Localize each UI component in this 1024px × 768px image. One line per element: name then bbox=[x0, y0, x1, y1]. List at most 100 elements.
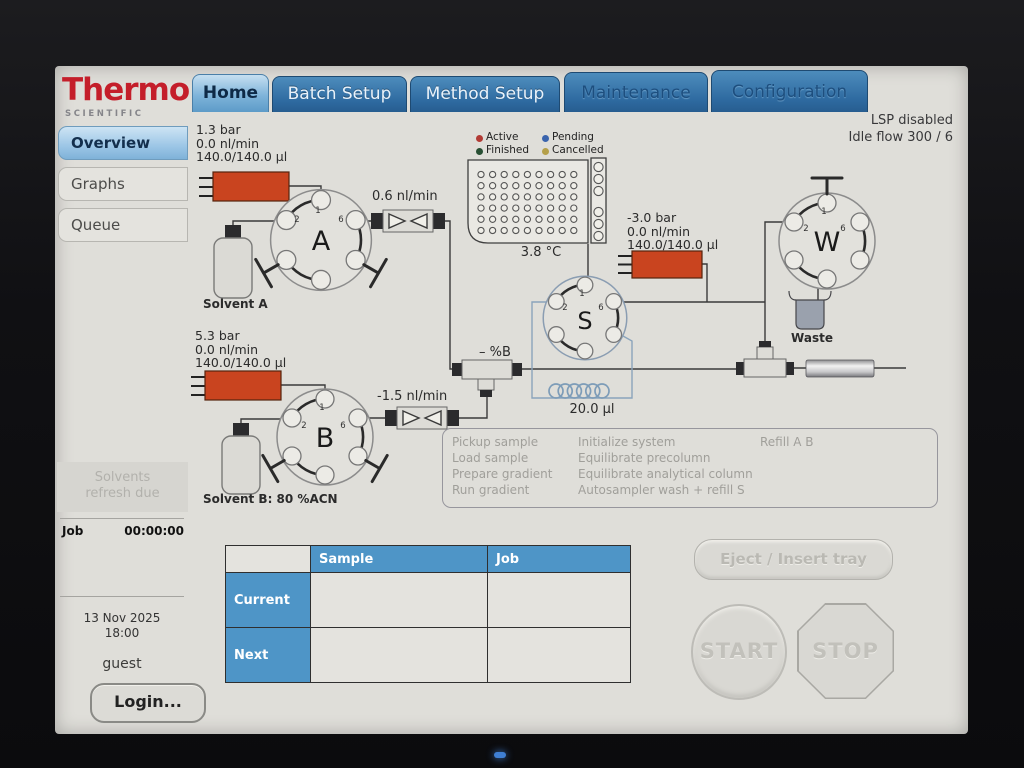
valve-b-port2-label: 2 bbox=[301, 421, 307, 431]
pump-b-pressure: 5.3 bar bbox=[195, 328, 240, 343]
pump-b bbox=[191, 370, 282, 401]
pump-b-flow: 0.0 nl/min bbox=[195, 341, 259, 357]
queue-table-header-job: Job bbox=[487, 545, 631, 573]
legend-pending-dot bbox=[542, 135, 549, 142]
pump-a-volume: 140.0/140.0 µl bbox=[196, 149, 288, 164]
valve-a bbox=[254, 188, 388, 292]
valve-a-letter: A bbox=[311, 226, 331, 257]
stop-button-face: STOP bbox=[798, 604, 893, 698]
sidebar-item-queue[interactable]: Queue bbox=[58, 208, 188, 242]
plate-temperature: 3.8 °C bbox=[520, 245, 562, 260]
mixer-percent-b-label: – %B bbox=[479, 345, 511, 360]
vent-tee bbox=[736, 341, 794, 378]
waste-label: Waste bbox=[791, 331, 833, 345]
sidebar-item-overview[interactable]: Overview bbox=[58, 126, 188, 160]
sidebar-item-graphs[interactable]: Graphs bbox=[58, 167, 188, 201]
solvent-b-bottle bbox=[221, 423, 261, 495]
thermo-logo: Thermo bbox=[62, 72, 190, 108]
task-item: Refill A B bbox=[760, 435, 814, 449]
valve-w-port2-label: 2 bbox=[803, 224, 809, 234]
legend-active-label: Active bbox=[486, 131, 519, 143]
solvent-a-bottle bbox=[213, 225, 253, 299]
tab-batch-setup[interactable]: Batch Setup bbox=[272, 76, 407, 112]
valve-a-port2-label: 2 bbox=[294, 215, 300, 225]
time-text: 18:00 bbox=[104, 626, 140, 640]
valve-s-port2-label: 2 bbox=[562, 303, 568, 313]
task-item: Load sample bbox=[452, 451, 529, 465]
loop-volume-label: 20.0 µl bbox=[569, 402, 615, 417]
lsp-status: LSP disabled bbox=[870, 113, 953, 128]
queue-next-job-cell bbox=[487, 627, 631, 683]
pump-b-volume: 140.0/140.0 µl bbox=[195, 355, 287, 370]
thermo-logo-subtitle: SCIENTIFIC bbox=[65, 109, 144, 119]
legend-pending-label: Pending bbox=[552, 131, 594, 143]
job-time: 00:00:00 bbox=[124, 524, 184, 538]
tab-method-setup[interactable]: Method Setup bbox=[410, 76, 560, 112]
job-label: Job bbox=[62, 524, 84, 538]
valve-s-port1-label: 1 bbox=[579, 289, 585, 299]
pump-a-flow: 0.0 nl/min bbox=[196, 135, 260, 151]
valve-w-port6-label: 6 bbox=[840, 224, 846, 234]
sidebar-divider bbox=[60, 518, 184, 519]
pump-s-volume: 140.0/140.0 µl bbox=[627, 237, 719, 252]
queue-table-corner-cell bbox=[225, 545, 311, 573]
valve-w-port1-label: 1 bbox=[821, 207, 827, 217]
tab-configuration[interactable]: Configuration bbox=[711, 70, 868, 112]
queue-next-sample-cell bbox=[310, 627, 488, 683]
system-diagram bbox=[191, 157, 906, 495]
tab-home[interactable]: Home bbox=[192, 74, 269, 112]
login-button[interactable]: Login... bbox=[90, 683, 206, 723]
legend-active-dot bbox=[476, 135, 483, 142]
pump-a-pressure: 1.3 bar bbox=[196, 122, 241, 137]
task-item: Initialize system bbox=[578, 435, 676, 449]
sidebar-divider bbox=[60, 596, 184, 597]
pump-s bbox=[618, 250, 703, 279]
queue-row-next-label: Next bbox=[225, 627, 311, 683]
sensor-b-flow-label: -1.5 nl/min bbox=[377, 389, 448, 404]
pump-s-pressure: -3.0 bar bbox=[627, 210, 677, 225]
waste-cup-rim bbox=[788, 290, 832, 301]
idle-flow-status: Idle flow 300 / 6 bbox=[848, 129, 953, 145]
instrument-screen: Thermo SCIENTIFIC Home Batch Setup Metho… bbox=[55, 66, 968, 734]
analytical-column bbox=[805, 359, 875, 378]
sensor-a-flow-label: 0.6 nl/min bbox=[372, 189, 438, 204]
task-item: Equilibrate precolumn bbox=[578, 451, 711, 465]
task-item: Run gradient bbox=[452, 483, 530, 497]
flow-sensor-b bbox=[385, 406, 459, 430]
power-led bbox=[494, 752, 506, 758]
flow-sensor-a bbox=[371, 209, 445, 233]
legend-finished-dot bbox=[476, 148, 483, 155]
solvents-refresh-notice: Solvents refresh due bbox=[57, 462, 188, 512]
solvent-a-label: Solvent A bbox=[203, 297, 268, 311]
pump-s-readout: -3.0 bar 0.0 nl/min 140.0/140.0 µl bbox=[627, 211, 718, 252]
task-item: Pickup sample bbox=[452, 435, 539, 449]
valve-b bbox=[261, 388, 389, 486]
date-text: 13 Nov 2025 bbox=[83, 611, 161, 625]
valve-a-port6-label: 6 bbox=[338, 215, 344, 225]
queue-current-job-cell bbox=[487, 572, 631, 628]
valve-s bbox=[542, 275, 628, 361]
start-button[interactable]: START bbox=[691, 604, 787, 700]
legend-finished-label: Finished bbox=[486, 144, 530, 156]
valve-b-port1-label: 1 bbox=[319, 403, 325, 413]
mixing-tee bbox=[452, 359, 522, 397]
pump-s-flow: 0.0 nl/min bbox=[627, 223, 691, 239]
task-item: Equilibrate analytical column bbox=[578, 467, 753, 481]
valve-b-letter: B bbox=[315, 423, 335, 454]
valve-s-letter: S bbox=[577, 307, 593, 335]
eject-insert-tray-button[interactable]: Eject / Insert tray bbox=[694, 539, 893, 580]
pump-b-readout: 5.3 bar 0.0 nl/min 140.0/140.0 µl bbox=[195, 329, 286, 370]
solvents-notice-line2: refresh due bbox=[85, 486, 160, 501]
valve-w-letter: W bbox=[813, 227, 841, 258]
stop-button[interactable]: STOP bbox=[797, 603, 894, 699]
legend-cancelled-dot bbox=[542, 148, 549, 155]
tubing-lines bbox=[232, 185, 906, 429]
tab-maintenance[interactable]: Maintenance bbox=[564, 72, 708, 112]
queue-table-header-sample: Sample bbox=[310, 545, 488, 573]
valve-s-port6-label: 6 bbox=[598, 303, 604, 313]
valve-b-port6-label: 6 bbox=[340, 421, 346, 431]
solvents-notice-line1: Solvents bbox=[94, 470, 151, 485]
solvent-b-label: Solvent B: 80 %ACN bbox=[203, 492, 338, 506]
status-readout: LSP disabled Idle flow 300 / 6 bbox=[655, 113, 953, 146]
